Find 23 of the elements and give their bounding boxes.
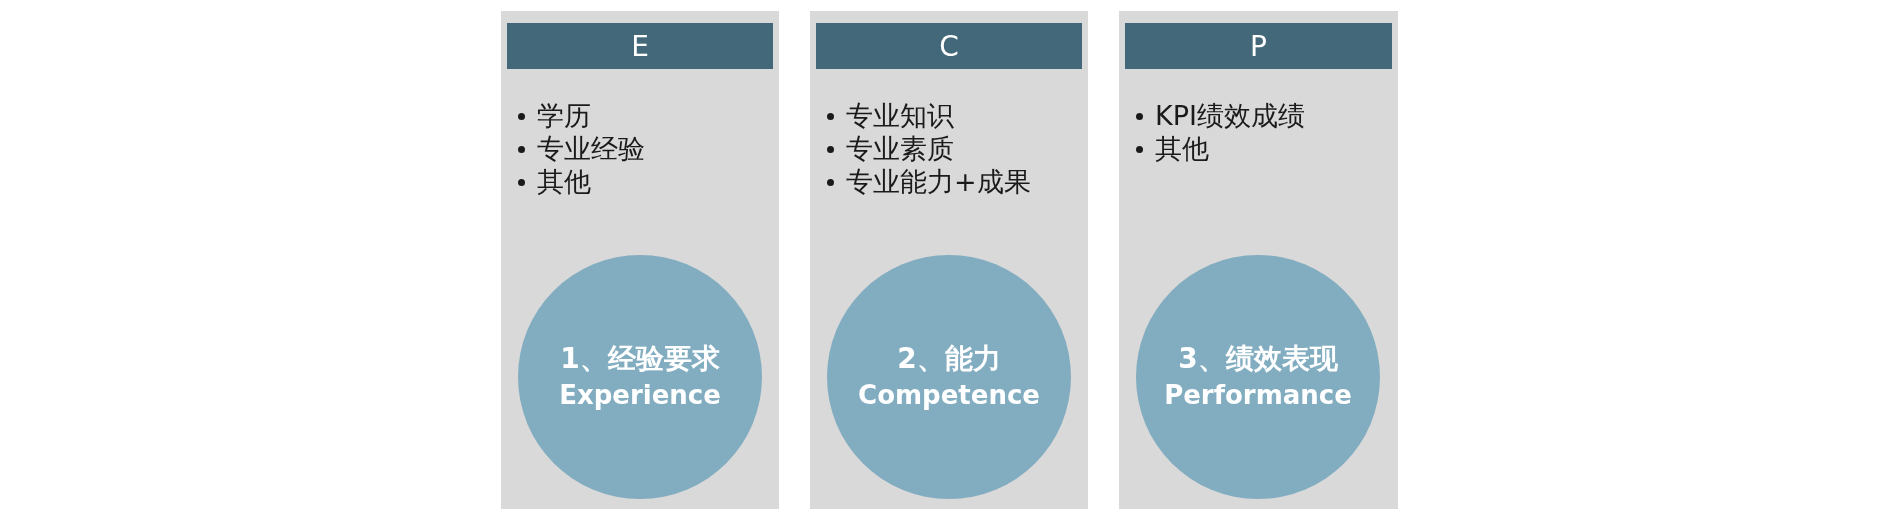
- circle: [518, 255, 762, 499]
- bullet-item: 专业能力+成果: [846, 165, 1031, 198]
- bullet-item: 学历: [537, 99, 591, 132]
- bullet-item: 其他: [1155, 132, 1209, 165]
- circle-subtitle: Experience: [559, 379, 721, 412]
- circle: [827, 255, 1071, 499]
- circle-title: 1、经验要求: [560, 341, 720, 377]
- panel: [501, 11, 779, 509]
- circle-title: 3、绩效表现: [1178, 341, 1338, 377]
- panel: [810, 11, 1088, 509]
- bullet-item: 专业经验: [537, 132, 645, 165]
- circle-subtitle: Competence: [858, 379, 1040, 412]
- bullet-item: 专业素质: [846, 132, 954, 165]
- header-bar: E: [507, 23, 773, 69]
- circle-subtitle: Performance: [1164, 379, 1352, 412]
- header-bar: C: [816, 23, 1082, 69]
- panel: [1119, 11, 1398, 509]
- circle-title: 2、能力: [897, 341, 1001, 377]
- bullet-item: KPI绩效成绩: [1155, 99, 1305, 132]
- bullet-item: 专业知识: [846, 99, 954, 132]
- bullet-item: 其他: [537, 165, 591, 198]
- header-bar: P: [1125, 23, 1392, 69]
- circle: [1136, 255, 1380, 499]
